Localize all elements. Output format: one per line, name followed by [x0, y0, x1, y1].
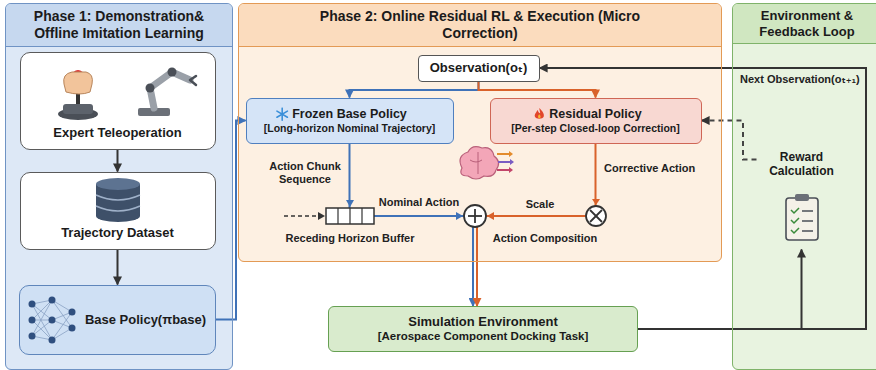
box-title: [Per-step Closed-loop Correction]: [511, 122, 680, 135]
annotation-label: Corrective Action: [604, 162, 695, 175]
title-icons: [277, 108, 544, 120]
policy-box: Residual Policy[Per-step Closed-loop Cor…: [490, 98, 702, 144]
phase-panel: Observation(oₜ) Frozen Base Policy[Long-h…: [238, 3, 722, 262]
box-label: Base Policy(πbase): [85, 312, 206, 328]
annotation-label: Scale: [526, 198, 555, 211]
phase-panel: Expert TeleoperationTrajectory DatasetBa…: [5, 3, 233, 370]
phase-panel: Reward Calculation Environment & Feedback…: [732, 3, 876, 370]
database-icon: [96, 178, 140, 222]
clipboard-icon: [786, 194, 818, 240]
box-title: [Long-horizon Nominal Trajectory]: [264, 122, 436, 135]
flow-arrow: [479, 82, 596, 98]
scale-symbol: [487, 199, 606, 226]
edge-label: Next Observation(oₜ₊₁): [740, 73, 860, 86]
panel-fill: [5, 3, 233, 370]
snowflake-icon: [277, 108, 288, 120]
annotation-label: Action Chunk Sequence: [266, 160, 344, 186]
box-title: Frozen Base Policy: [292, 107, 407, 122]
buffer-symbol: [284, 200, 463, 224]
box-label: Observation(oₜ): [430, 60, 528, 76]
box-label: Trajectory Dataset: [61, 225, 174, 241]
sum-symbol: [464, 205, 486, 227]
flow-arrow: [216, 121, 246, 320]
flow-arrow: [350, 144, 474, 307]
flow-arrow: [350, 82, 479, 98]
neural-network-icon: [29, 297, 76, 344]
policy-box: Base Policy(πbase): [19, 285, 216, 355]
panel-fill: [238, 3, 722, 262]
brain-icon: [460, 147, 514, 179]
feedback-arrow: [702, 121, 757, 160]
box-title: [Aerospace Component Docking Task]: [378, 330, 589, 344]
environment-box: Simulation Environment[Aerospace Compone…: [328, 306, 638, 352]
reward-node: Reward Calculation: [757, 150, 847, 250]
process-box: Trajectory Dataset: [20, 172, 216, 250]
flow-arrow: [540, 68, 867, 329]
box-title: Residual Policy: [549, 107, 641, 122]
annotation-label: Action Composition: [493, 232, 598, 245]
flame-icon: [535, 108, 544, 119]
flow-arrow: [477, 144, 596, 307]
observation-box: Observation(oₜ): [418, 55, 540, 82]
flow-arrow: [117, 150, 119, 172]
box-title: Simulation Environment: [408, 314, 558, 330]
flow-arrow: [117, 250, 119, 285]
policy-box: Frozen Base Policy[Long-horizon Nominal …: [246, 98, 454, 144]
robot-arm-icon: [138, 68, 196, 117]
panel-title: Phase 1: Demonstration& Offline Imitatio…: [6, 4, 232, 47]
box-label: Expert Teleoperation: [53, 125, 181, 141]
panel-title: Environment & Feedback Loop: [733, 4, 876, 44]
panel-fill: [732, 3, 876, 370]
joystick-icon: [58, 70, 98, 120]
box-label: Reward Calculation: [757, 150, 847, 179]
panel-title: Phase 2: Online Residual RL & Execution …: [239, 4, 721, 47]
annotation-label: Nominal Action: [379, 196, 459, 209]
process-box: Expert Teleoperation: [20, 52, 216, 150]
annotation-label: Receding Horizon Buffer: [286, 232, 415, 245]
